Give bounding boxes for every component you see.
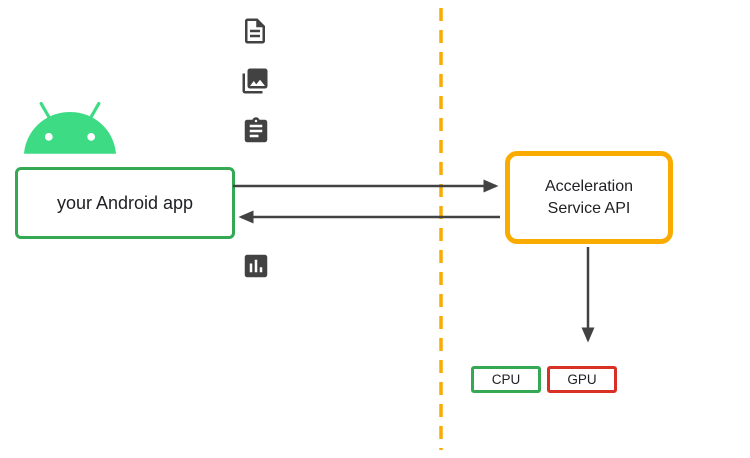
- clipboard-icon: [244, 117, 268, 143]
- acceleration-service-box: Acceleration Service API: [505, 151, 673, 244]
- android-logo: [24, 101, 116, 154]
- document-icon: [245, 18, 265, 44]
- acceleration-service-label: Acceleration Service API: [544, 177, 634, 217]
- android-app-box: your Android app: [15, 167, 235, 239]
- gpu-box: GPU: [547, 366, 617, 393]
- photo-library-icon: [242, 68, 268, 94]
- android-app-label: your Android app: [56, 192, 194, 213]
- gpu-label: GPU: [567, 372, 597, 387]
- cpu-label: CPU: [491, 372, 521, 387]
- bar-chart-icon: [244, 254, 268, 278]
- cpu-box: CPU: [471, 366, 541, 393]
